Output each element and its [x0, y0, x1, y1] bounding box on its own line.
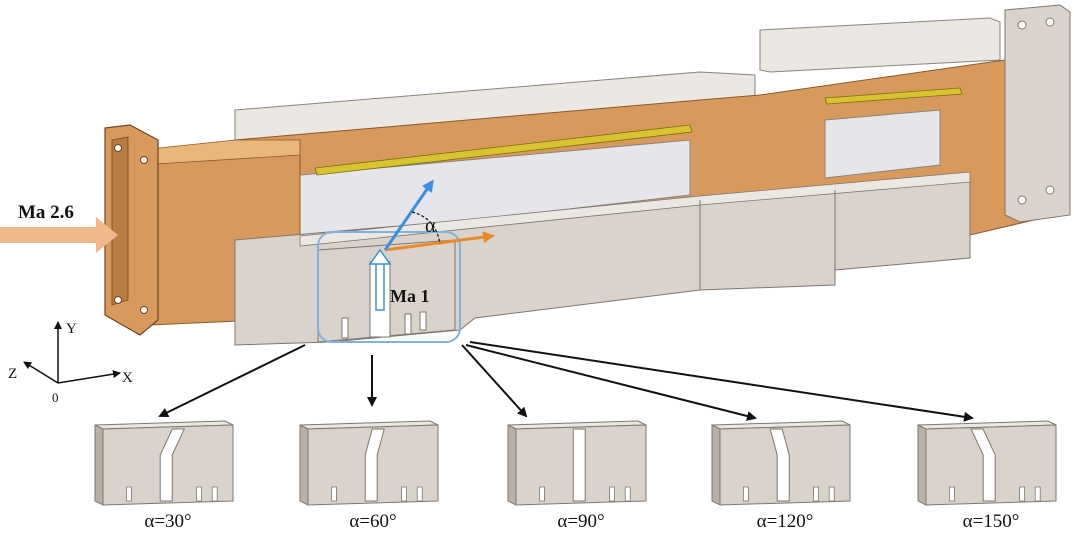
- injector-variant: α=60°: [299, 420, 439, 532]
- bolt-hole: [140, 156, 148, 164]
- outlet-flange: [1004, 4, 1071, 223]
- variant-notch: [539, 486, 545, 502]
- bolt-hole: [114, 144, 122, 152]
- axis-x-label: X: [122, 370, 133, 386]
- bolt-hole: [140, 306, 148, 314]
- mainstream-direction-arrow: [384, 231, 495, 252]
- variant-injection-slot: [572, 428, 586, 502]
- variant-notch: [1019, 486, 1025, 502]
- variant-notch: [126, 486, 132, 502]
- variant-injection-slot: [970, 428, 996, 502]
- lower-wall-top-face: [299, 171, 971, 247]
- jet-mach-label: Ma 1: [390, 286, 430, 306]
- axis-y-label: Y: [66, 321, 77, 337]
- slot-notch: [404, 313, 412, 335]
- test-window-right: [824, 109, 941, 179]
- slot-notch: [341, 317, 349, 339]
- variant-notch: [609, 486, 615, 502]
- inflow-arrow: [0, 217, 118, 253]
- variant-notch: [828, 486, 835, 502]
- inclined-jet-arrow: [383, 179, 434, 251]
- injector-variant: α=30°: [94, 420, 234, 532]
- variant-notch: [211, 486, 218, 502]
- bolt-hole: [1017, 20, 1027, 30]
- variant-notch: [1034, 486, 1041, 502]
- variant-notch: [196, 486, 203, 502]
- axis-z-label: Z: [8, 366, 17, 382]
- variant-pointer-arrows: [158, 341, 974, 422]
- variant-notch: [949, 486, 955, 502]
- variant-notch: [416, 486, 423, 502]
- variant-angle-label: α=120°: [757, 511, 814, 532]
- injection-highlight-box: [317, 231, 461, 343]
- slot-notch: [419, 311, 427, 331]
- variant-injection-slot: [364, 428, 385, 502]
- variant-notch: [624, 486, 631, 502]
- angle-symbol: α: [425, 215, 436, 237]
- injector-variant: α=90°: [507, 420, 647, 532]
- variant-injection-slot: [159, 428, 186, 502]
- top-rail-right: [759, 17, 1001, 73]
- bolt-hole: [114, 296, 122, 304]
- variant-side-face: [507, 424, 517, 506]
- angle-arc: [411, 211, 441, 245]
- variant-side-face: [299, 424, 309, 506]
- tunnel-assembly: [104, 4, 1071, 346]
- inlet-flange-face: [111, 136, 129, 306]
- inflow-mach-label: Ma 2.6: [18, 202, 74, 223]
- variant-side-face: [94, 424, 104, 506]
- variant-angle-label: α=60°: [349, 511, 396, 532]
- variant-notch: [330, 486, 337, 502]
- coordinate-axes: [23, 321, 121, 384]
- seal-right: [824, 87, 963, 105]
- injector-variant: α=150°: [917, 420, 1057, 532]
- injector-variant: α=120°: [711, 420, 851, 532]
- variant-side-face: [711, 424, 721, 506]
- bolt-hole: [1045, 185, 1055, 195]
- variant-angle-label: α=150°: [963, 511, 1020, 532]
- jet-arrow: [368, 248, 392, 311]
- variant-angle-label: α=30°: [144, 511, 191, 532]
- variant-side-face: [917, 424, 927, 506]
- injector-variants: α=30° α=60° α=90° α=120° α=150°: [94, 420, 1057, 532]
- axis-origin-label: 0: [52, 390, 59, 405]
- variant-notch: [813, 486, 819, 502]
- bolt-hole: [1017, 195, 1027, 205]
- variant-angle-label: α=90°: [557, 511, 604, 532]
- seal-left: [314, 124, 693, 176]
- bolt-hole: [1045, 17, 1055, 27]
- variant-notch: [401, 486, 408, 502]
- variant-notch: [743, 486, 749, 502]
- variant-injection-slot: [769, 428, 790, 502]
